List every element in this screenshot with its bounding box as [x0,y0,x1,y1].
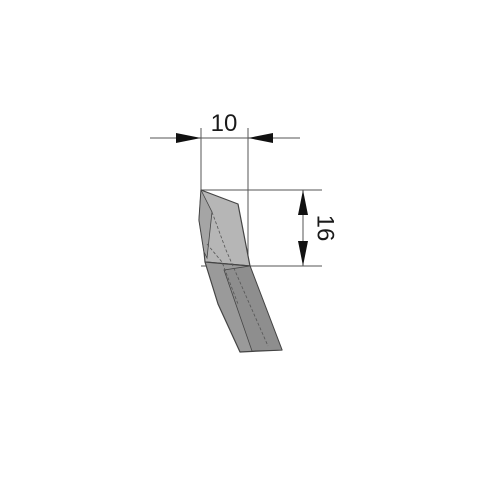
width-arrow-right [248,133,273,143]
blade-upper-recess [198,188,213,260]
height-arrow-top [298,190,308,215]
width-arrow-left [176,133,201,143]
height-dimension: 16 [201,189,339,267]
width-dimension-label: 10 [211,110,238,137]
blade-lower-face [223,265,283,352]
width-dimension: 10 [150,110,300,264]
hidden-edge-line-2 [206,243,239,305]
height-dimension-label: 16 [312,215,339,242]
hidden-edge-line [211,211,269,347]
height-arrow-bottom [298,241,308,266]
blade-profile [198,188,283,353]
